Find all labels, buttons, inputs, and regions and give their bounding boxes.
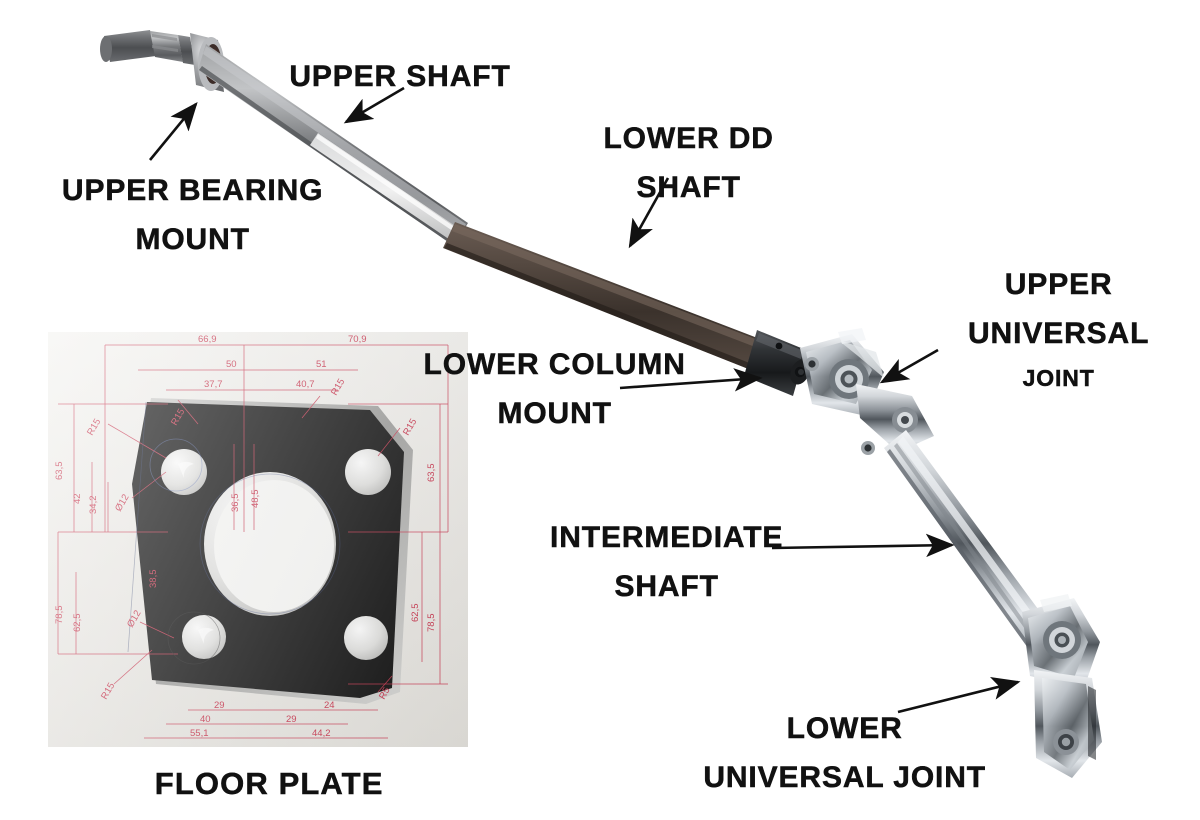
label-lower-universal-joint: Lower Universal Joint: [660, 696, 1008, 810]
lower-universal-joint-group: [1022, 594, 1102, 778]
rad-r15-a: R15: [85, 417, 103, 438]
bolt-hole-br: [344, 616, 388, 660]
plate-edge: [136, 398, 413, 704]
dim-40-7: 40,7: [296, 379, 315, 390]
floor-plate-photo: 66,9 70,9 50 51 37,7 40,7 63,5 42 34,2 7…: [48, 332, 468, 747]
label-upper-universal-joint: Upper Universal joint: [902, 252, 1194, 408]
dim-66-9: 66,9: [198, 334, 217, 345]
label-upper-shaft: Upper Shaft: [268, 44, 511, 110]
bolt-hole-bl: [182, 615, 226, 659]
label-upper-shaft-line1: Upper Shaft: [289, 59, 511, 93]
hole-d12-a: Ø12: [113, 492, 132, 513]
dim-40: 40: [200, 714, 211, 725]
label-lower-dd-shaft: Lower DD Shaft: [566, 106, 790, 220]
label-lower-dd-shaft-line1: Lower DD: [603, 121, 774, 155]
label-lower-column-mount-line1: Lower Column: [423, 347, 686, 381]
bolt-hole-tr: [345, 449, 391, 495]
dim-78-5-l: 78,5: [54, 606, 65, 625]
leader-upper-bearing-mount: [148, 101, 198, 161]
label-lower-column-mount-line2: Mount: [497, 396, 612, 430]
rad-r15-e: R15: [99, 681, 117, 702]
dim-78-5-r: 78,5: [426, 614, 437, 633]
label-intermediate-shaft-line2: Shaft: [614, 569, 719, 603]
dim-50: 50: [226, 359, 237, 370]
dim-34-2: 34,2: [88, 496, 99, 515]
dim-29-a: 29: [214, 700, 225, 711]
dim-37-7: 37,7: [204, 379, 223, 390]
label-intermediate-shaft: Intermediate Shaft: [500, 505, 812, 619]
label-upper-universal-joint-line1: Upper: [1004, 267, 1113, 301]
caption-floor-plate-text: Floor Plate: [154, 766, 384, 802]
dim-24: 24: [324, 700, 335, 711]
hole-d12-b: Ø12: [125, 608, 144, 629]
label-intermediate-shaft-line1: Intermediate: [549, 520, 784, 554]
rad-r5: R5: [377, 685, 393, 701]
rad-r15-c: R15: [329, 377, 347, 398]
plate-body: [132, 402, 404, 698]
label-lower-universal-joint-line1: Lower: [786, 711, 903, 745]
dim-51: 51: [316, 359, 327, 370]
dim-55-1: 55,1: [190, 728, 209, 739]
dim-44-2: 44,2: [312, 728, 331, 739]
lower-column-mount-group: [744, 330, 810, 396]
label-upper-bearing-mount-line1: Upper Bearing: [61, 173, 324, 207]
label-upper-bearing-mount: Upper Bearing Mount: [22, 158, 342, 272]
label-upper-universal-joint-line2: Universal: [968, 316, 1150, 350]
dim-38-5: 38,5: [148, 570, 159, 589]
dim-63-5-l: 63,5: [54, 462, 65, 481]
diagram-canvas: 66,9 70,9 50 51 37,7 40,7 63,5 42 34,2 7…: [22, 30, 1194, 802]
label-lower-universal-joint-line2: Universal Joint: [703, 760, 986, 794]
center-hole: [204, 472, 336, 616]
dim-42: 42: [72, 493, 83, 504]
dim-70-9: 70,9: [348, 334, 367, 345]
label-lower-column-mount: Lower Column Mount: [388, 332, 700, 446]
dim-48-5: 48,5: [250, 490, 261, 509]
rad-r15-b: R15: [169, 407, 187, 428]
label-upper-bearing-mount-line2: Mount: [135, 222, 250, 256]
dim-29-b: 29: [286, 714, 297, 725]
label-upper-universal-joint-line3: joint: [1022, 365, 1095, 392]
label-lower-dd-shaft-line2: Shaft: [636, 170, 741, 204]
caption-floor-plate: Floor Plate: [84, 748, 432, 820]
bolt-hole-tl: [161, 449, 207, 495]
dim-36-5: 36,5: [230, 494, 241, 513]
intermediate-shaft-group: [884, 430, 1052, 648]
dim-63-5-r: 63,5: [426, 464, 437, 483]
dimension-values: 66,9 70,9 50 51 37,7 40,7 63,5 42 34,2 7…: [54, 334, 437, 739]
dim-62-5-l: 62,5: [72, 614, 83, 633]
dim-62-5-r: 62,5: [410, 604, 421, 623]
